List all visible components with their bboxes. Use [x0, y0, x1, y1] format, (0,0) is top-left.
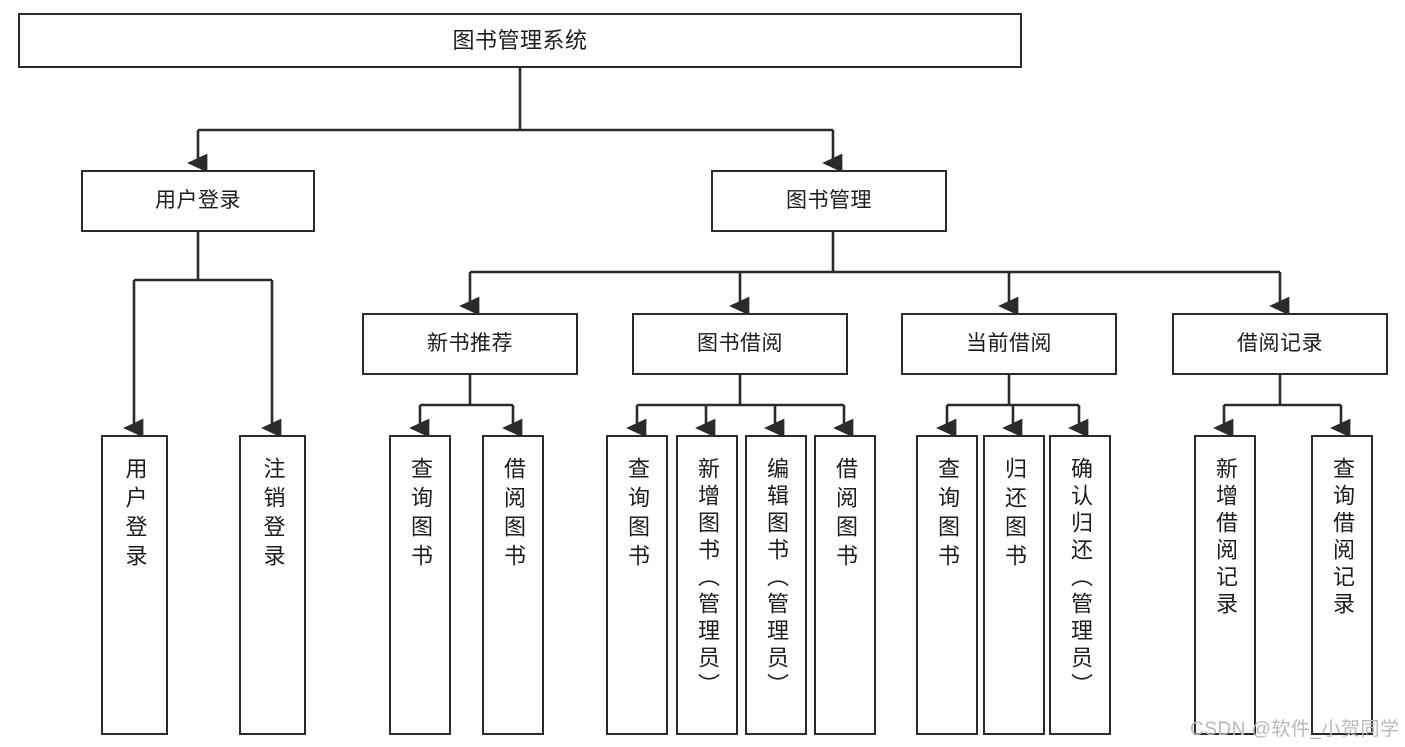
node-leaf-add-borrow-record[interactable]: 新增借阅记录	[1194, 435, 1256, 735]
node-label: 用户登录	[122, 457, 148, 573]
node-leaf-return-book[interactable]: 归还图书	[983, 435, 1045, 735]
node-leaf-query-book-current[interactable]: 查询图书	[916, 435, 978, 735]
node-book-borrow[interactable]: 图书借阅	[632, 313, 848, 375]
node-root-book-management-system[interactable]: 图书管理系统	[18, 13, 1022, 68]
node-label: 图书借阅	[697, 331, 783, 355]
node-leaf-logout[interactable]: 注销登录	[239, 435, 306, 735]
node-label: 图书管理	[786, 188, 872, 212]
node-leaf-borrow-book[interactable]: 借阅图书	[814, 435, 876, 735]
node-current-borrow[interactable]: 当前借阅	[901, 313, 1117, 375]
node-label: 图书管理系统	[452, 27, 588, 53]
node-label: 注销登录	[260, 457, 286, 573]
node-label: 当前借阅	[966, 331, 1052, 355]
node-label: 新增借阅记录	[1213, 457, 1238, 619]
node-label: 新书推荐	[427, 331, 513, 355]
node-label: 借阅记录	[1237, 331, 1323, 355]
node-label: 借阅图书	[833, 457, 858, 573]
node-label: 用户登录	[155, 188, 241, 212]
node-leaf-query-book-borrow[interactable]: 查询图书	[606, 435, 668, 735]
node-leaf-confirm-return-admin[interactable]: 确认归还（管理员）	[1049, 435, 1111, 735]
node-new-book-recommend[interactable]: 新书推荐	[362, 313, 578, 375]
node-leaf-add-book-admin[interactable]: 新增图书（管理员）	[676, 435, 738, 735]
node-label: 借阅图书	[501, 457, 526, 573]
node-leaf-user-login[interactable]: 用户登录	[101, 435, 168, 735]
node-book-management[interactable]: 图书管理	[711, 170, 947, 232]
node-label: 编辑图书（管理员）	[764, 457, 789, 700]
csdn-watermark: CSDN @软件_小贺同学	[1190, 719, 1400, 740]
node-leaf-query-borrow-record[interactable]: 查询借阅记录	[1311, 435, 1373, 735]
node-borrow-record[interactable]: 借阅记录	[1172, 313, 1388, 375]
node-leaf-edit-book-admin[interactable]: 编辑图书（管理员）	[745, 435, 807, 735]
node-label: 新增图书（管理员）	[695, 457, 720, 700]
node-label: 查询借阅记录	[1330, 457, 1355, 619]
node-leaf-borrow-book-newbook[interactable]: 借阅图书	[482, 435, 544, 735]
node-label: 查询图书	[625, 457, 650, 573]
node-label: 归还图书	[1002, 457, 1027, 573]
node-user-login[interactable]: 用户登录	[81, 170, 315, 232]
node-label: 查询图书	[935, 457, 960, 573]
node-label: 查询图书	[408, 457, 433, 573]
node-leaf-query-book-newbook[interactable]: 查询图书	[389, 435, 451, 735]
node-label: 确认归还（管理员）	[1068, 457, 1093, 700]
